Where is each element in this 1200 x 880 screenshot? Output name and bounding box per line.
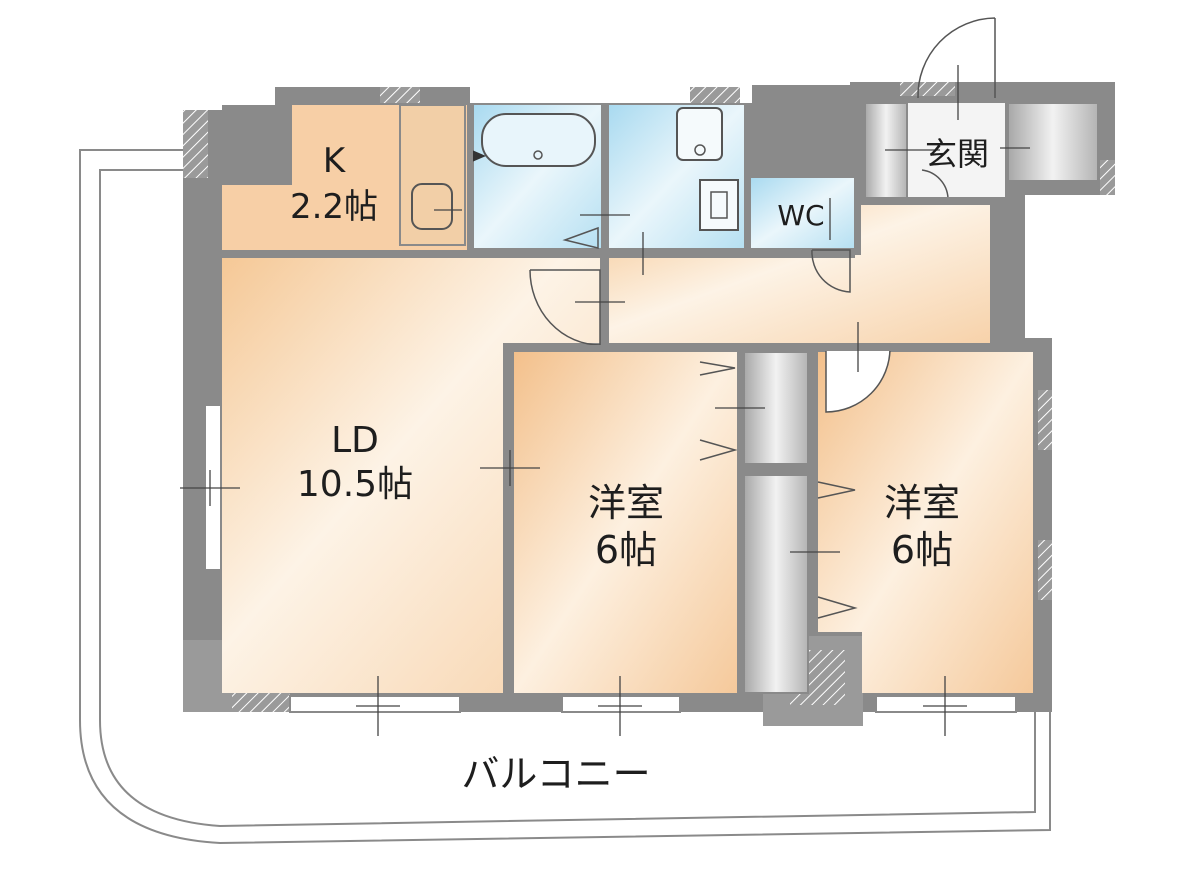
room-washroom <box>609 105 744 248</box>
washbasin-icon <box>676 107 723 161</box>
room-ld <box>222 258 600 693</box>
ld-name: LD <box>331 420 379 461</box>
bathtub-icon <box>481 113 596 167</box>
ld-size: 10.5帖 <box>297 464 413 505</box>
room-kitchen <box>222 104 467 250</box>
doors <box>529 17 996 619</box>
balcony-outline <box>79 149 1051 845</box>
kitchen-size: 2.2帖 <box>290 187 378 227</box>
western2-size: 6帖 <box>891 528 953 572</box>
room-western1 <box>514 352 737 693</box>
wall-hatching <box>183 82 1115 726</box>
room-western2 <box>818 352 1033 693</box>
western1-size: 6帖 <box>595 528 657 572</box>
wc-label: WC <box>777 199 824 232</box>
sink-icon <box>411 183 453 230</box>
western1-name: 洋室 <box>588 481 664 525</box>
room-bath <box>472 105 601 248</box>
cross-marks <box>180 65 1030 736</box>
closet-middle <box>743 351 809 694</box>
washer-icon <box>699 179 739 231</box>
interior-walls <box>222 105 1035 693</box>
balcony-label: バルコニー <box>461 752 650 796</box>
entrance-label: 玄関 <box>925 135 989 173</box>
western2-name: 洋室 <box>884 481 960 525</box>
kitchen-name: K <box>323 141 347 181</box>
room-wc <box>750 178 854 248</box>
room-hallway <box>609 205 990 343</box>
